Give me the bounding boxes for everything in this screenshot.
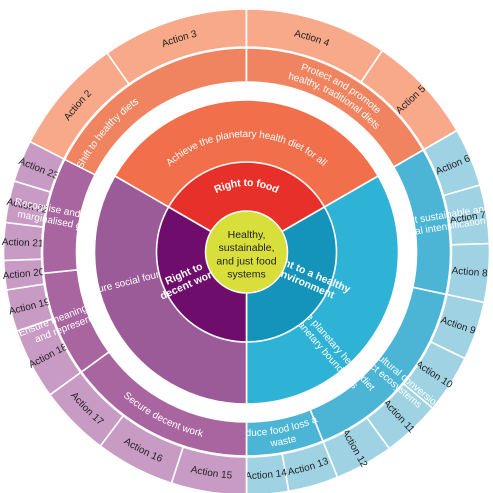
action-label: Action 14 bbox=[245, 467, 288, 482]
action-label: Action 20 bbox=[2, 267, 45, 282]
action-label: Action 21 bbox=[2, 237, 45, 250]
action-label: Action 8 bbox=[451, 265, 488, 279]
center-circle bbox=[204, 210, 289, 294]
action-segment[interactable] bbox=[13, 140, 65, 194]
right-label: Right to food bbox=[212, 177, 280, 196]
right-segment[interactable] bbox=[167, 161, 326, 253]
strategy-segment[interactable] bbox=[41, 158, 97, 275]
